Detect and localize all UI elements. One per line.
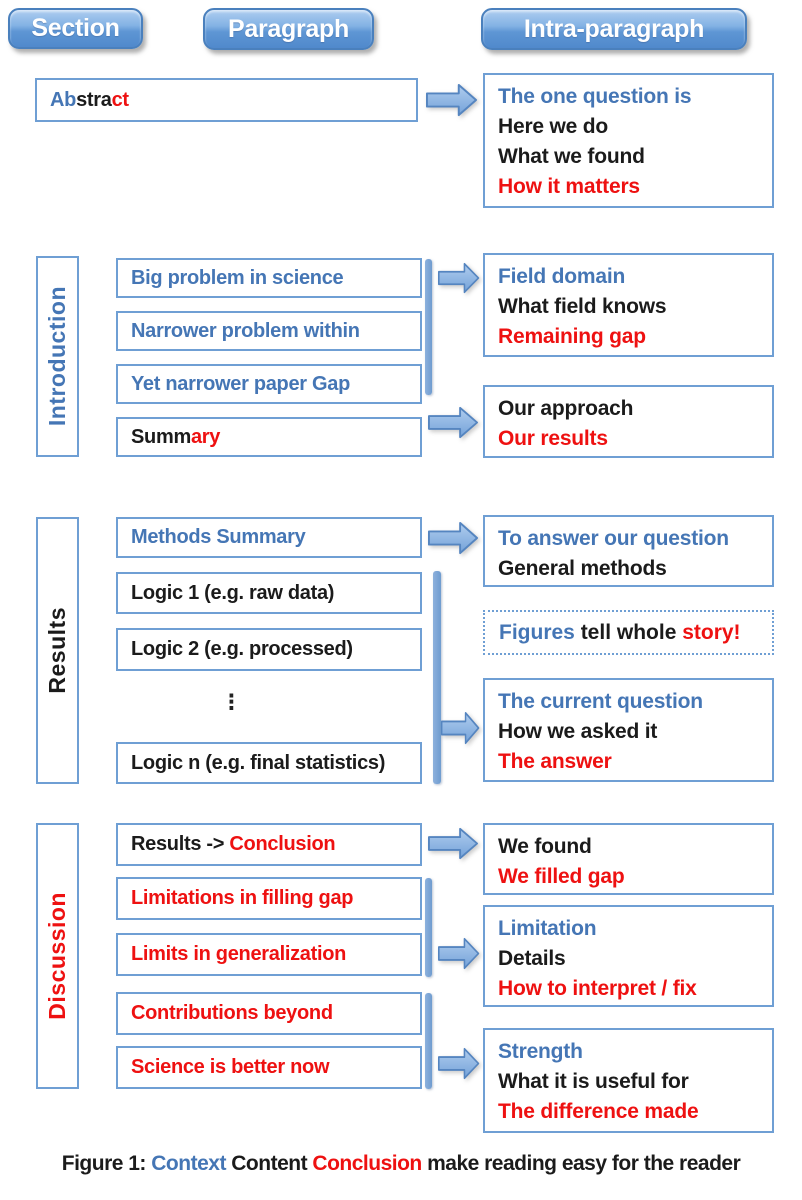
intro-intra-field-box: Field domain What field knows Remaining …: [483, 253, 774, 357]
column-header-section: Section: [8, 8, 143, 49]
results-intra-question-box: The current question How we asked it The…: [483, 678, 774, 782]
intra-line: How we asked it: [498, 720, 658, 743]
abstract-intra-box: The one question is Here we do What we f…: [483, 73, 774, 208]
right-arrow-icon: [438, 262, 480, 294]
paragraph-label: Summary: [131, 425, 221, 448]
intra-line: Field domain: [498, 265, 626, 288]
intra-line: What we found: [498, 145, 645, 168]
intra-line: The answer: [498, 750, 612, 773]
intra-line: The one question is: [498, 85, 692, 108]
intra-line: How to interpret / fix: [498, 977, 697, 1000]
discussion-intra-strength-box: Strength What it is useful for The diffe…: [483, 1028, 774, 1133]
column-header-section-label: Section: [31, 14, 120, 42]
intra-line: The difference made: [498, 1100, 699, 1123]
right-arrow-icon: [428, 827, 479, 860]
paragraph-box-limitations: Limitations in filling gap: [116, 877, 422, 920]
section-label-results: Results: [44, 607, 70, 694]
right-arrow-icon: [428, 521, 479, 555]
paragraph-label: Narrower problem within: [131, 319, 360, 342]
column-header-paragraph: Paragraph: [203, 8, 374, 50]
figures-note-box: Figures tell whole story!: [483, 610, 774, 655]
paragraph-label: Limitations in filling gap: [131, 887, 354, 909]
abstract-label: Abstract: [50, 88, 129, 111]
right-arrow-icon: [438, 1047, 480, 1080]
bracket-bar: [425, 259, 432, 395]
paragraph-box-yet-narrower: Yet narrower paper Gap: [116, 364, 422, 404]
column-header-intra-paragraph-label: Intra-paragraph: [523, 14, 705, 43]
column-header-paragraph-label: Paragraph: [228, 14, 349, 43]
intra-line: Our results: [498, 427, 608, 450]
section-label-introduction: Introduction: [44, 286, 70, 427]
right-arrow-icon: [426, 83, 478, 117]
intra-line: What it is useful for: [498, 1070, 689, 1093]
intra-line: Here we do: [498, 115, 609, 138]
section-box-results: Results: [36, 517, 79, 784]
right-arrow-icon: [441, 711, 480, 745]
intra-line: To answer our question: [498, 527, 729, 550]
abstract-box: Abstract: [35, 78, 418, 122]
vertical-ellipsis: ⋮: [221, 690, 242, 714]
paragraph-box-narrower-problem: Narrower problem within: [116, 311, 422, 351]
section-label-discussion: Discussion: [44, 892, 70, 1020]
paragraph-label: Logic n (e.g. final statistics): [131, 751, 386, 774]
figure-caption: Figure 1: Context Content Conclusion mak…: [61, 1152, 741, 1175]
paragraph-label: Results -> Conclusion: [131, 833, 336, 855]
intra-line: We filled gap: [498, 865, 625, 888]
paragraph-box-contributions: Contributions beyond: [116, 992, 422, 1035]
intra-line: Our approach: [498, 397, 634, 420]
paragraph-box-logic-2: Logic 2 (e.g. processed): [116, 628, 422, 671]
paragraph-box-limits-generalization: Limits in generalization: [116, 933, 422, 976]
discussion-intra-limitation-box: Limitation Details How to interpret / fi…: [483, 905, 774, 1007]
results-intra-methods-box: To answer our question General methods: [483, 515, 774, 587]
right-arrow-icon: [428, 406, 479, 439]
intra-line: What field knows: [498, 295, 667, 318]
bracket-bar: [425, 993, 432, 1089]
paragraph-label: Methods Summary: [131, 526, 306, 548]
paragraph-box-big-problem: Big problem in science: [116, 258, 422, 298]
intra-line: We found: [498, 835, 592, 858]
column-header-intra-paragraph: Intra-paragraph: [481, 8, 747, 50]
bracket-bar: [433, 571, 441, 784]
right-arrow-icon: [438, 937, 480, 970]
paragraph-label: Science is better now: [131, 1056, 330, 1078]
figures-note-label: Figures tell whole story!: [499, 620, 741, 644]
paragraph-label: Logic 1 (e.g. raw data): [131, 581, 335, 604]
discussion-intra-found-box: We found We filled gap: [483, 823, 774, 895]
intra-line: Details: [498, 947, 566, 970]
paragraph-box-results-conclusion: Results -> Conclusion: [116, 823, 422, 866]
intro-intra-approach-box: Our approach Our results: [483, 385, 774, 458]
intra-line: The current question: [498, 690, 703, 713]
bracket-bar: [425, 878, 432, 977]
paragraph-label: Logic 2 (e.g. processed): [131, 638, 353, 660]
paragraph-box-science-better: Science is better now: [116, 1046, 422, 1089]
paragraph-box-summary: Summary: [116, 417, 422, 457]
intra-line: How it matters: [498, 175, 640, 198]
section-box-discussion: Discussion: [36, 823, 79, 1089]
intra-line: General methods: [498, 557, 667, 580]
paragraph-label: Contributions beyond: [131, 1002, 333, 1024]
section-box-introduction: Introduction: [36, 256, 79, 457]
paragraph-box-logic-1: Logic 1 (e.g. raw data): [116, 572, 422, 614]
intra-line: Remaining gap: [498, 325, 646, 348]
paragraph-label: Big problem in science: [131, 266, 344, 289]
paragraph-label: Limits in generalization: [131, 943, 347, 965]
intra-line: Limitation: [498, 917, 597, 940]
paragraph-box-logic-n: Logic n (e.g. final statistics): [116, 742, 422, 784]
paragraph-label: Yet narrower paper Gap: [131, 372, 351, 395]
intra-line: Strength: [498, 1040, 583, 1063]
paragraph-box-methods-summary: Methods Summary: [116, 517, 422, 558]
